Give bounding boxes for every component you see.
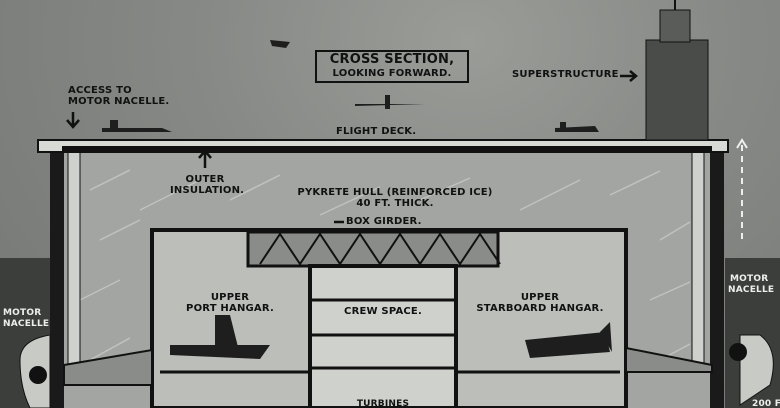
label-nacelle-left-2: NACELLE xyxy=(3,319,50,329)
title-line-1: CROSS SECTION, xyxy=(329,52,455,67)
label-outer-2: INSULATION. xyxy=(170,185,245,196)
label-nacelle-right-1: MOTOR xyxy=(730,274,769,284)
box-girder xyxy=(246,230,500,268)
label-hull-1: PYKRETE HULL (REINFORCED ICE) xyxy=(297,187,493,198)
label-access-1: ACCESS TO xyxy=(68,85,132,96)
label-box-girder: BOX GIRDER. xyxy=(346,216,422,227)
ice-texture xyxy=(79,169,691,361)
label-stbd-1: UPPER xyxy=(520,292,560,303)
label-stbd-2: STARBOARD HANGAR. xyxy=(476,303,604,314)
superstructure xyxy=(645,39,709,141)
label-nacelle-right-2: NACELLE xyxy=(728,285,775,295)
label-turbines: TURBINES xyxy=(356,399,410,408)
label-port-2: PORT HANGAR. xyxy=(186,303,274,314)
aircraft xyxy=(170,315,270,359)
aircraft xyxy=(355,95,425,109)
label-flight-deck: FLIGHT DECK. xyxy=(336,126,417,137)
aircraft xyxy=(555,122,599,132)
label-access-2: MOTOR NACELLE. xyxy=(68,96,170,107)
label-depth: 200 FT xyxy=(752,399,780,408)
label-superstructure: SUPERSTRUCTURE xyxy=(512,69,619,80)
label-nacelle-left-1: MOTOR xyxy=(3,308,42,318)
title-line-2: LOOKING FORWARD. xyxy=(332,68,452,79)
label-port-1: UPPER xyxy=(210,292,250,303)
label-hull-2: 40 FT. THICK. xyxy=(356,198,434,209)
aircraft xyxy=(102,120,172,132)
aircraft xyxy=(270,40,290,48)
crew-space xyxy=(308,264,458,408)
label-crew-space: CREW SPACE. xyxy=(344,306,422,317)
aircraft xyxy=(525,322,612,358)
title-box xyxy=(315,50,469,83)
label-outer-1: OUTER xyxy=(185,174,225,185)
